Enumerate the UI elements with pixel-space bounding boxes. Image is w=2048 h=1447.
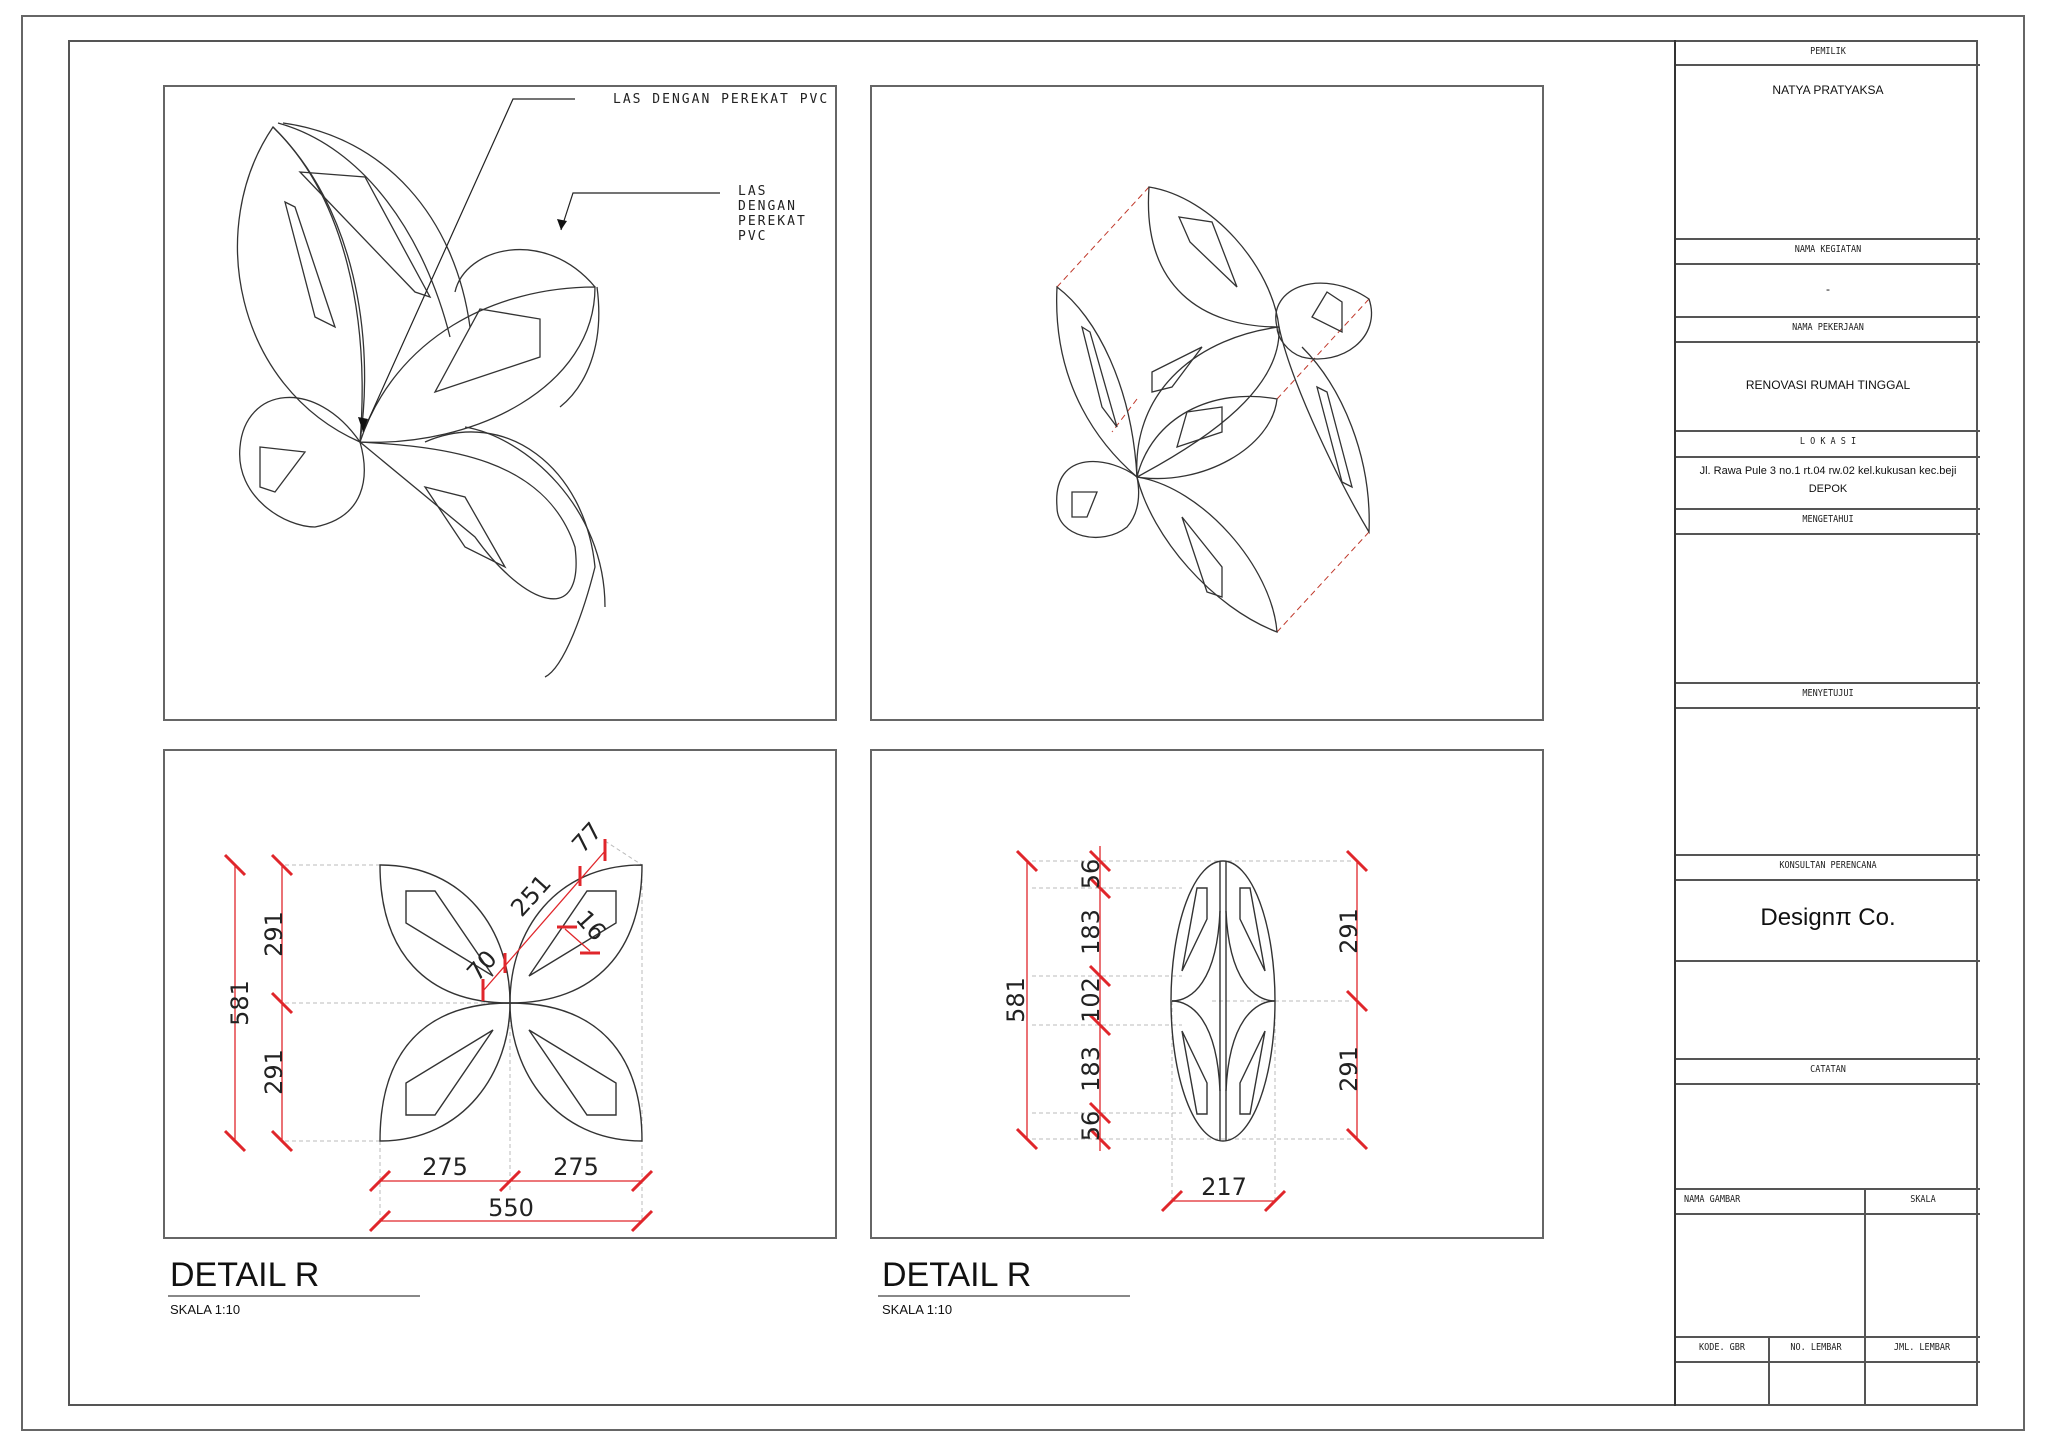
dim-seg-bottom: 56 [1077, 1111, 1105, 1142]
dim-upper-half: 291 [260, 911, 288, 957]
isometric-drawing-1 [236, 98, 720, 678]
divider [1676, 341, 1980, 343]
skala-label: SKALA [1910, 1194, 1936, 1205]
divider [1676, 430, 1980, 432]
mengetahui-label: MENGETAHUI [1802, 514, 1854, 525]
dim-hole-width: 16 [570, 905, 611, 946]
annotation-line-3: PVC [738, 229, 768, 244]
nama-gambar-label: NAMA GAMBAR [1684, 1194, 1741, 1205]
no-lembar-label: NO. LEMBAR [1790, 1342, 1842, 1353]
outer-sheet-border [21, 15, 2025, 1431]
dim-seg-upper: 183 [1077, 909, 1105, 955]
divider [1676, 1188, 1980, 1190]
pekerjaan-value: RENOVASI RUMAH TINGGAL [1745, 378, 1911, 392]
detail-scale: SKALA 1:10 [882, 1302, 953, 1317]
divider [1676, 854, 1980, 856]
dim-seg-lower: 183 [1077, 1046, 1105, 1092]
menyetujui-label: MENYETUJUI [1802, 688, 1854, 699]
dim-diag-inner: 70 [461, 945, 502, 986]
detail-label-right: DETAIL R SKALA 1:10 [878, 1256, 1130, 1317]
title-block: PEMILIK NATYA PRATYAKSA NAMA KEGIATAN - … [1674, 40, 1980, 1406]
divider [1676, 1083, 1980, 1085]
dim-diag-long: 251 [505, 869, 556, 922]
lokasi-line-1: Jl. Rawa Pule 3 no.1 rt.04 rw.02 kel.kuk… [1699, 465, 1957, 477]
pemilik-label: PEMILIK [1810, 46, 1846, 57]
divider [1676, 879, 1980, 881]
detail-scale: SKALA 1:10 [170, 1302, 241, 1317]
panel-isometric-2 [870, 85, 1544, 721]
dim-total-width: 550 [488, 1194, 534, 1222]
detail-title: DETAIL R [170, 1256, 320, 1294]
divider [1676, 1213, 1980, 1215]
divider [1676, 960, 1980, 962]
inner-sheet-border [68, 40, 1978, 1406]
dim-upper-half: 291 [1335, 908, 1363, 954]
detail-title: DETAIL R [882, 1256, 1032, 1294]
skala-divider [1864, 1188, 1866, 1406]
kegiatan-label: NAMA KEGIATAN [1794, 244, 1862, 255]
panel-front-view: 581 291 291 275 275 550 251 77 70 16 [163, 749, 837, 1239]
divider [1676, 238, 1980, 240]
kegiatan-value: - [1826, 282, 1830, 296]
divider [1676, 456, 1980, 458]
annotation-line-1: LAS DENGAN [738, 184, 797, 214]
side-view-drawing: 581 56 183 102 183 56 291 291 217 [1002, 846, 1369, 1213]
dim-diag-top: 77 [566, 817, 607, 858]
dim-total-height: 581 [226, 980, 254, 1026]
isometric-drawing-2 [1056, 186, 1372, 633]
detail-label-left: DETAIL R SKALA 1:10 [168, 1256, 420, 1317]
dim-width: 217 [1201, 1173, 1247, 1201]
divider [1676, 1361, 1980, 1363]
dim-lower-half: 291 [1335, 1046, 1363, 1092]
panel-side-view: 581 56 183 102 183 56 291 291 217 [870, 749, 1544, 1239]
kode-gbr-label: KODE. GBR [1698, 1342, 1746, 1353]
divider [1676, 64, 1980, 66]
dim-lower-half: 291 [260, 1049, 288, 1095]
catatan-label: CATATAN [1810, 1064, 1846, 1075]
lokasi-line-2: DEPOK [1808, 483, 1848, 495]
annotation-las-pvc-2: LAS DENGAN PEREKAT PVC [738, 184, 835, 244]
divider [1676, 707, 1980, 709]
divider [1676, 682, 1980, 684]
annotation-line-2: PEREKAT [738, 214, 807, 229]
divider [1676, 316, 1980, 318]
divider [1676, 533, 1980, 535]
dim-seg-top: 56 [1077, 859, 1105, 890]
konsultan-label: KONSULTAN PERENCANA [1779, 860, 1877, 871]
kode-divider [1768, 1336, 1770, 1406]
dim-seg-mid: 102 [1077, 977, 1105, 1023]
pekerjaan-label: NAMA PEKERJAAN [1792, 322, 1864, 333]
pemilik-value: NATYA PRATYAKSA [1772, 83, 1884, 97]
divider [1676, 1058, 1980, 1060]
dim-right-width: 275 [553, 1153, 599, 1181]
jml-lembar-label: JML. LEMBAR [1893, 1342, 1951, 1353]
detail-underline [878, 1295, 1130, 1297]
konsultan-value: Designπ Co. [1760, 904, 1896, 931]
lokasi-label: L O K A S I [1799, 436, 1857, 447]
detail-underline [168, 1295, 420, 1297]
panel-isometric-1: LAS DENGAN PEREKAT PVC LAS DENGAN PEREKA… [163, 85, 837, 721]
divider [1676, 1336, 1980, 1338]
dim-total-height: 581 [1002, 977, 1030, 1023]
dim-left-width: 275 [422, 1153, 468, 1181]
divider [1676, 263, 1980, 265]
annotation-las-pvc-1: LAS DENGAN PEREKAT PVC [613, 92, 830, 107]
front-view-drawing: 581 291 291 275 275 550 251 77 70 16 [223, 817, 654, 1233]
divider [1676, 508, 1980, 510]
